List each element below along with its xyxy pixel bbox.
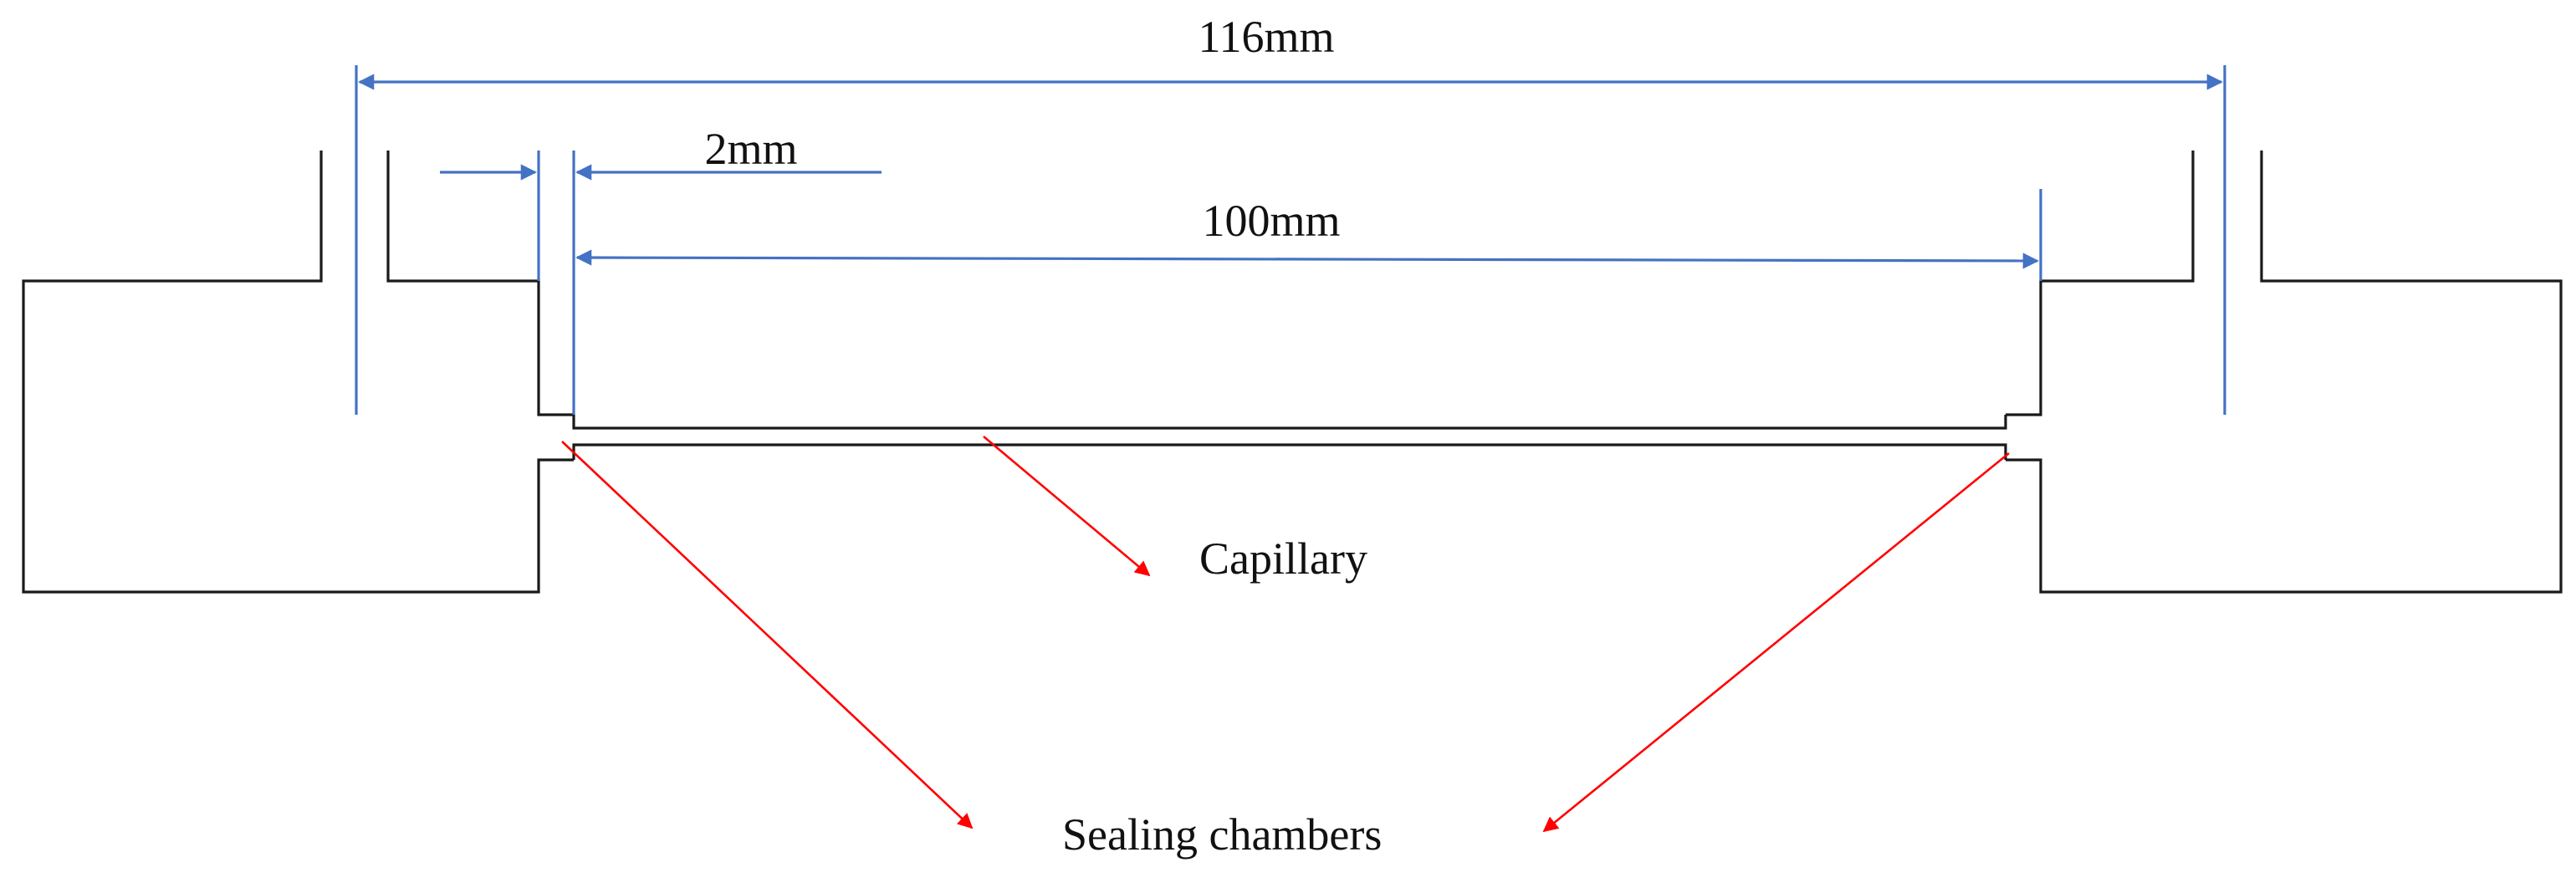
capillary-label: Capillary bbox=[1199, 533, 1367, 584]
callout-capillary: Capillary bbox=[983, 436, 1367, 584]
overall-dimension-label: 116mm bbox=[1198, 12, 1334, 62]
capillary-dimension-line bbox=[575, 249, 2039, 269]
right-housing bbox=[2006, 151, 2563, 594]
capillary-top-wall bbox=[572, 415, 2007, 430]
capillary-channel bbox=[572, 415, 2007, 460]
capillary-dimension-label: 100mm bbox=[1202, 196, 1340, 246]
gap-dimension-label: 2mm bbox=[704, 124, 797, 174]
sealing-chambers-label: Sealing chambers bbox=[1062, 809, 1382, 860]
callout-sealing-chambers: Sealing chambers bbox=[561, 441, 2010, 860]
capillary-callout-arrow bbox=[983, 436, 1151, 577]
left-inlet-port-outer-wall bbox=[22, 151, 574, 594]
dimension-overall: 116mm bbox=[355, 12, 2226, 415]
left-inlet-port-inner-wall bbox=[386, 151, 574, 416]
sealing-chamber-arrow-left bbox=[561, 441, 974, 829]
capillary-bottom-wall bbox=[572, 443, 2007, 460]
left-housing bbox=[22, 151, 574, 594]
right-outlet-port-outer-wall bbox=[2006, 151, 2563, 594]
dimension-capillary: 100mm bbox=[575, 189, 2042, 281]
sealing-chamber-arrow-right bbox=[1542, 452, 2010, 833]
right-outlet-port-inner-wall bbox=[2006, 151, 2195, 416]
dimension-gap: 2mm bbox=[440, 124, 882, 415]
